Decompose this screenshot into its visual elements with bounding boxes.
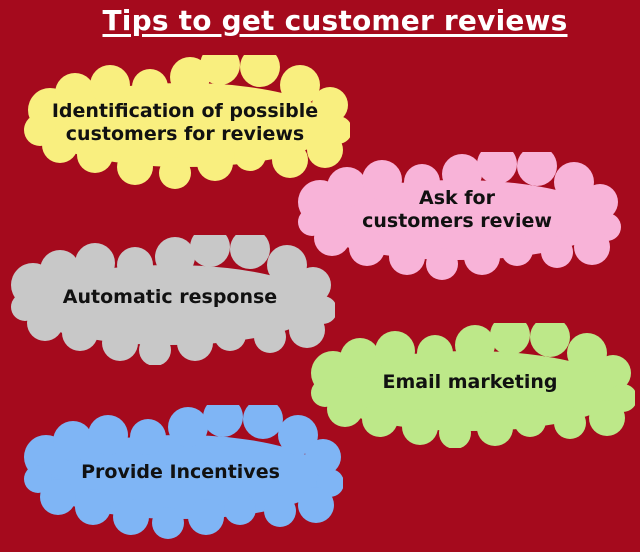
page-title: Tips to get customer reviews [102, 4, 568, 37]
cloud-shape-icon [24, 405, 343, 539]
tip-cloud-automatic-response: Automatic response [5, 235, 335, 365]
tip-label: Identification of possible customers for… [51, 99, 319, 145]
cloud-shape-icon [311, 323, 635, 448]
cloud-shape-icon [24, 55, 350, 189]
cloud-shape-icon [11, 235, 335, 365]
tip-label: Automatic response [62, 285, 278, 308]
tip-label: Provide Incentives [81, 461, 280, 483]
tip-cloud-email-marketing: Email marketing [305, 323, 635, 448]
tip-cloud-ask-review: Ask for customers review [292, 152, 622, 280]
tip-cloud-identification: Identification of possible customers for… [20, 55, 350, 190]
tip-cloud-provide-incentives: Provide Incentives [18, 405, 343, 540]
cloud-shape-icon [298, 152, 621, 280]
tip-label: Email marketing [382, 371, 558, 393]
tip-label: Ask for customers review [362, 187, 552, 232]
